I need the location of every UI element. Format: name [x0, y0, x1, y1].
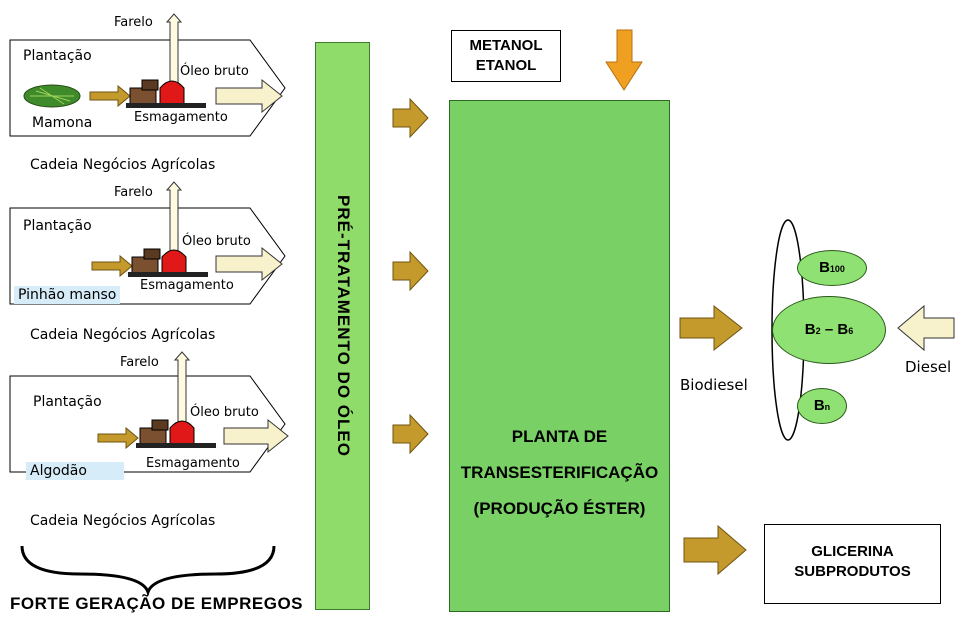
chain-caption-3: Cadeia Negócios Agrícolas: [30, 513, 216, 529]
plant-label-2: TRANSESTERIFICAÇÃO: [460, 463, 659, 482]
glicerina-arrow: [683, 524, 747, 576]
press-icon-1: [126, 79, 206, 108]
pretratamento-label: PRÉ-TRATAMENTO DO ÓLEO: [333, 195, 353, 457]
press-icon-2: [128, 248, 208, 277]
diesel-arrow: [897, 304, 955, 352]
oleo-label-2: Óleo bruto: [182, 234, 251, 249]
farelo-label-2: Farelo: [114, 185, 153, 200]
oil-arrow-1: [215, 78, 283, 114]
farelo-label-3: Farelo: [120, 355, 159, 370]
into-plant-arrow-2: [392, 250, 429, 292]
subprodutos-label: SUBPRODUTOS: [794, 563, 911, 580]
press-icon-3: [136, 419, 216, 448]
esmagamento-label-1: Esmagamento: [134, 110, 228, 125]
crop-label-pinhao: Pinhão manso: [14, 286, 121, 304]
plant-label-1: PLANTA DE: [511, 427, 608, 446]
to-press-arrow-2: [91, 254, 133, 278]
pretratamento-bar: PRÉ-TRATAMENTO DO ÓLEO: [315, 42, 370, 610]
plantacao-label-2: Plantação: [23, 218, 92, 234]
into-plant-arrow-1: [392, 97, 429, 139]
inputs-box: METANOL ETANOL: [451, 30, 561, 82]
crop-label-mamona: Mamona: [32, 115, 93, 131]
etanol-label: ETANOL: [475, 57, 537, 74]
blend-b2-b6: B2 – B6: [772, 296, 886, 364]
esmagamento-label-3: Esmagamento: [146, 456, 240, 471]
glicerina-label: GLICERINA: [811, 543, 894, 560]
oleo-label-3: Óleo bruto: [190, 405, 259, 420]
farelo-up-arrow-1: [165, 13, 183, 87]
plantacao-label-1: Plantação: [23, 48, 92, 64]
plantacao-label-3: Plantação: [33, 394, 102, 410]
to-press-arrow-1: [89, 84, 131, 108]
plant-label-3: (PRODUÇÃO ÉSTER): [473, 499, 646, 518]
farelo-up-arrow-3: [173, 351, 191, 425]
farelo-up-arrow-2: [165, 181, 183, 255]
oil-arrow-3: [223, 418, 289, 454]
biodiesel-label: Biodiesel: [680, 376, 748, 394]
diesel-label: Diesel: [905, 358, 952, 376]
chain-caption-1: Cadeia Negócios Agrícolas: [30, 157, 216, 173]
to-press-arrow-3: [97, 426, 139, 450]
chain-caption-2: Cadeia Negócios Agrícolas: [30, 327, 216, 343]
into-plant-arrow-3: [392, 413, 429, 455]
plant-box: PLANTA DE TRANSESTERIFICAÇÃO (PRODUÇÃO É…: [449, 100, 670, 612]
crop-label-algodao: Algodão: [26, 462, 124, 480]
farelo-label-1: Farelo: [114, 15, 153, 30]
oil-arrow-2: [215, 246, 283, 282]
biodiesel-arrow: [679, 304, 743, 352]
esmagamento-label-2: Esmagamento: [140, 278, 234, 293]
blend-bn: Bn: [797, 388, 847, 424]
metanol-label: METANOL: [469, 37, 543, 54]
brace: [20, 545, 276, 597]
down-arrow-orange: [605, 29, 643, 91]
oleo-label-1: Óleo bruto: [180, 64, 249, 79]
glicerina-box: GLICERINA SUBPRODUTOS: [764, 524, 941, 604]
blend-b100: B100: [797, 250, 867, 286]
footer-title: FORTE GERAÇÃO DE EMPREGOS: [10, 594, 304, 613]
